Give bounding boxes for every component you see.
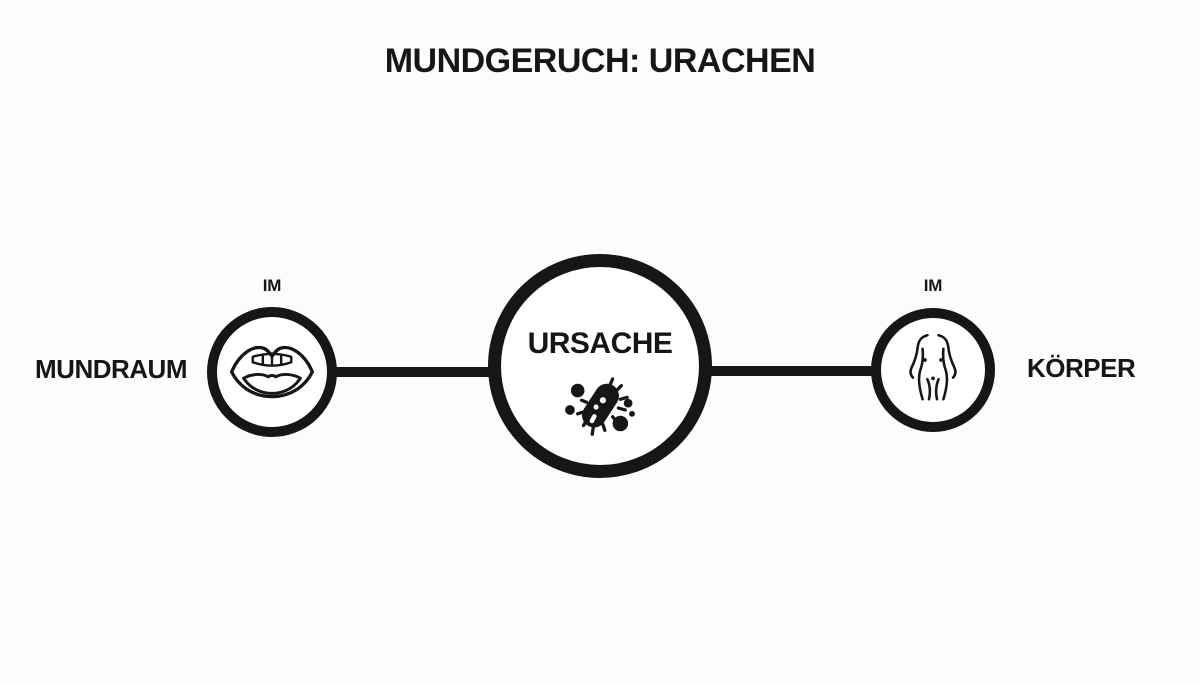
connector-line-left bbox=[331, 367, 493, 377]
left-node-circle bbox=[207, 307, 337, 437]
page-title: MUNDGERUCH: URACHEN bbox=[384, 42, 816, 80]
right-node-circle bbox=[871, 308, 995, 432]
torso-icon bbox=[901, 331, 965, 410]
connector-line-right bbox=[707, 366, 877, 376]
label-koerper: KÖRPER bbox=[1027, 353, 1136, 383]
mouth-icon bbox=[228, 337, 316, 408]
label-im-left: IM bbox=[262, 276, 282, 295]
label-mundraum: MUNDRAUM bbox=[35, 354, 187, 384]
center-node-content: URSACHE bbox=[501, 267, 699, 465]
label-im-right: IM bbox=[923, 276, 943, 295]
bacteria-icon bbox=[559, 377, 641, 446]
ursache-label: URSACHE bbox=[527, 327, 673, 360]
center-node-circle: URSACHE bbox=[488, 254, 712, 478]
